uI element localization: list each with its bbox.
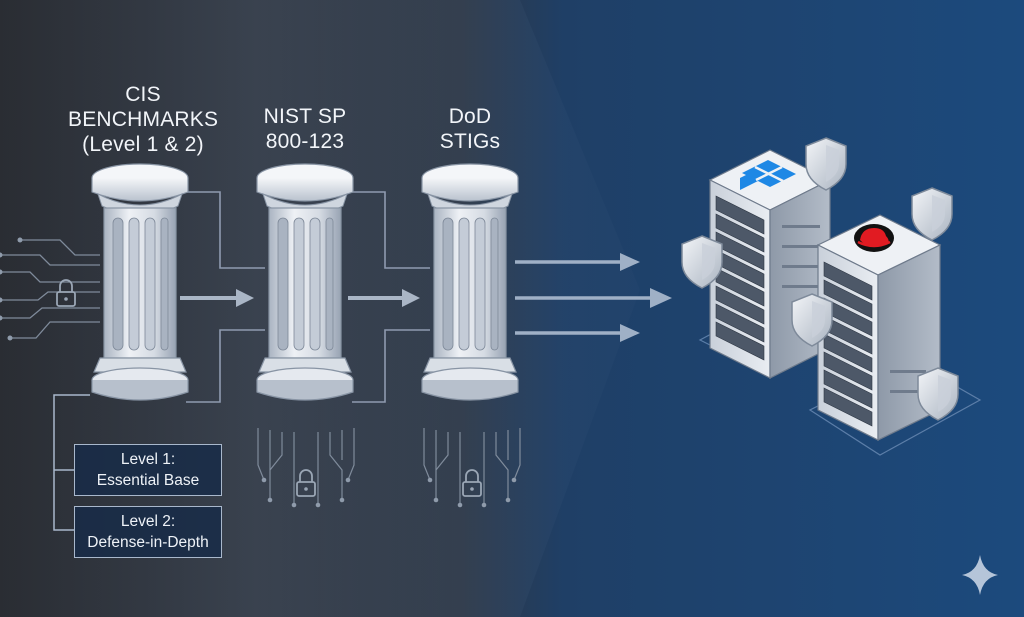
- title-line: DoD: [448, 105, 492, 128]
- level-2-box: Level 2: Defense-in-Depth: [74, 506, 222, 558]
- title-line: 800-123: [265, 130, 345, 153]
- title-line: BENCHMARKS: [68, 108, 219, 131]
- cis-pillar: [91, 163, 189, 401]
- nist-pillar: [256, 163, 354, 401]
- cis-pillar-title: CIS BENCHMARKS (Level 1 & 2): [68, 82, 218, 157]
- title-line: (Level 1 & 2): [82, 133, 204, 156]
- title-line: NIST SP: [263, 105, 347, 128]
- level-label: Level 1:: [120, 451, 176, 468]
- arrow-right-icon: [515, 288, 672, 308]
- level-description: Essential Base: [96, 472, 200, 489]
- dod-pillar: [421, 163, 519, 401]
- sparkle-icon: [962, 555, 998, 595]
- dod-pillar-title: DoD STIGs: [420, 104, 520, 154]
- arrow-right-icon: [180, 289, 254, 307]
- arrow-right-icon: [348, 289, 420, 307]
- pillar-connectors: [186, 191, 430, 403]
- level-description: Defense-in-Depth: [87, 534, 209, 551]
- left-circuit-dots: [0, 237, 23, 341]
- bottom-circuit-traces: [257, 428, 521, 505]
- nist-pillar-title: NIST SP 800-123: [245, 104, 365, 154]
- title-line: CIS: [125, 83, 161, 106]
- arrow-right-icon: [515, 324, 640, 342]
- level-label: Level 2:: [120, 513, 176, 530]
- redhat-logo-icon: [854, 224, 894, 252]
- windows-logo-icon: [740, 160, 796, 190]
- level-1-box: Level 1: Essential Base: [74, 444, 222, 496]
- arrow-right-icon: [515, 253, 640, 271]
- title-line: STIGs: [439, 130, 501, 153]
- bottom-circuit-dots: [261, 477, 517, 508]
- level-bracket: [53, 394, 90, 531]
